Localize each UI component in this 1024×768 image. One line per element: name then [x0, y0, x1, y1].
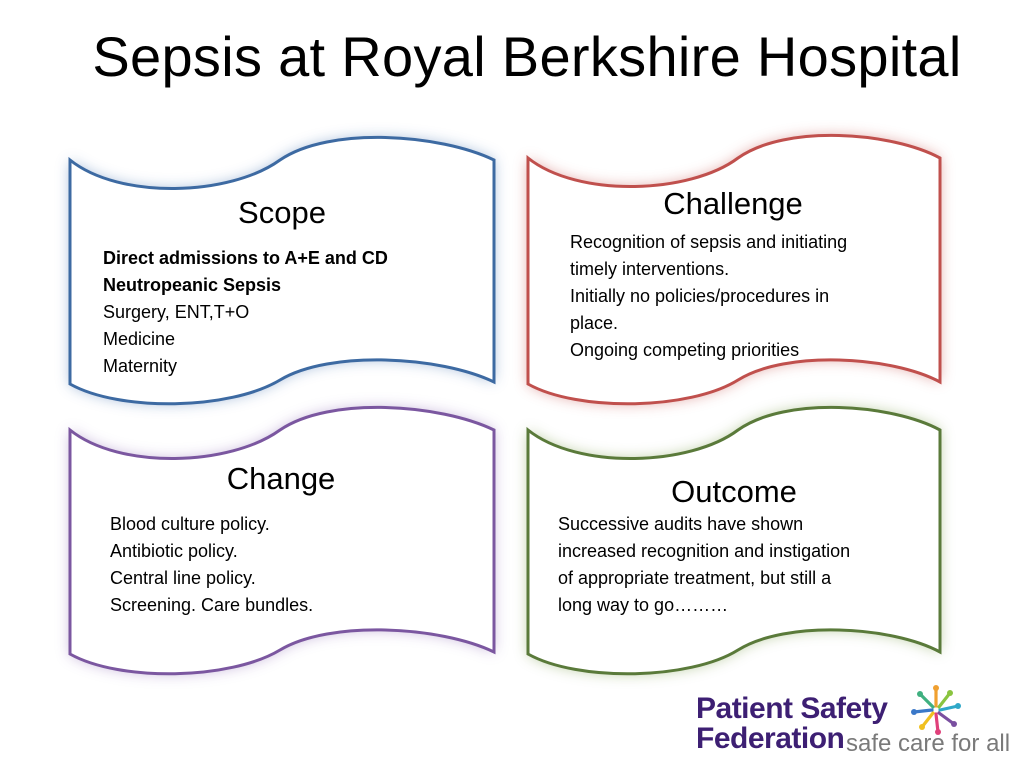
scope-line: Medicine: [103, 329, 176, 349]
slide-title: Sepsis at Royal Berkshire Hospital: [92, 25, 962, 88]
change-line: Screening. Care bundles.: [110, 595, 314, 615]
scope-line: Surgery, ENT,T+O: [103, 302, 250, 322]
challenge-line: timely interventions.: [570, 259, 730, 279]
outcome-line: long way to go………: [558, 595, 729, 615]
scope-heading: Scope: [238, 195, 326, 230]
change-heading: Change: [226, 461, 336, 496]
scope-line: Neutropeanic Sepsis: [103, 275, 282, 295]
challenge-line: Initially no policies/procedures in: [570, 286, 830, 306]
outcome-line: of appropriate treatment, but still a: [558, 568, 832, 588]
logo-line1: Patient Safety: [696, 692, 888, 725]
change-line: Antibiotic policy.: [110, 541, 238, 561]
scope-line: Direct admissions to A+E and CD: [103, 248, 388, 268]
outcome-heading: Outcome: [671, 474, 797, 509]
outcome-line: Successive audits have shown: [558, 514, 804, 534]
logo-tagline: safe care for all: [846, 730, 1011, 757]
outcome-body: Successive audits have shown increased r…: [558, 511, 850, 619]
change-banner: [68, 405, 496, 676]
patient-safety-federation-logo: Patient Safety Federation safe care for …: [694, 676, 1024, 768]
scope-body: Direct admissions to A+E and CD Neutrope…: [103, 245, 388, 380]
challenge-banner: [526, 133, 942, 406]
change-body: Blood culture policy. Antibiotic policy.…: [110, 511, 313, 619]
challenge-line: Recognition of sepsis and initiating: [570, 232, 848, 252]
challenge-line: place.: [570, 313, 619, 333]
change-line: Blood culture policy.: [110, 514, 270, 534]
outcome-banner: [526, 405, 942, 676]
outcome-line: increased recognition and instigation: [558, 541, 851, 561]
scope-banner: [68, 135, 496, 406]
logo-line2: Federation: [696, 722, 845, 755]
challenge-body: Recognition of sepsis and initiating tim…: [570, 229, 847, 364]
change-line: Central line policy.: [110, 568, 256, 588]
scope-line: Maternity: [103, 356, 178, 376]
challenge-line: Ongoing competing priorities: [570, 340, 800, 360]
challenge-heading: Challenge: [663, 186, 803, 221]
starburst-icon: [911, 685, 961, 735]
